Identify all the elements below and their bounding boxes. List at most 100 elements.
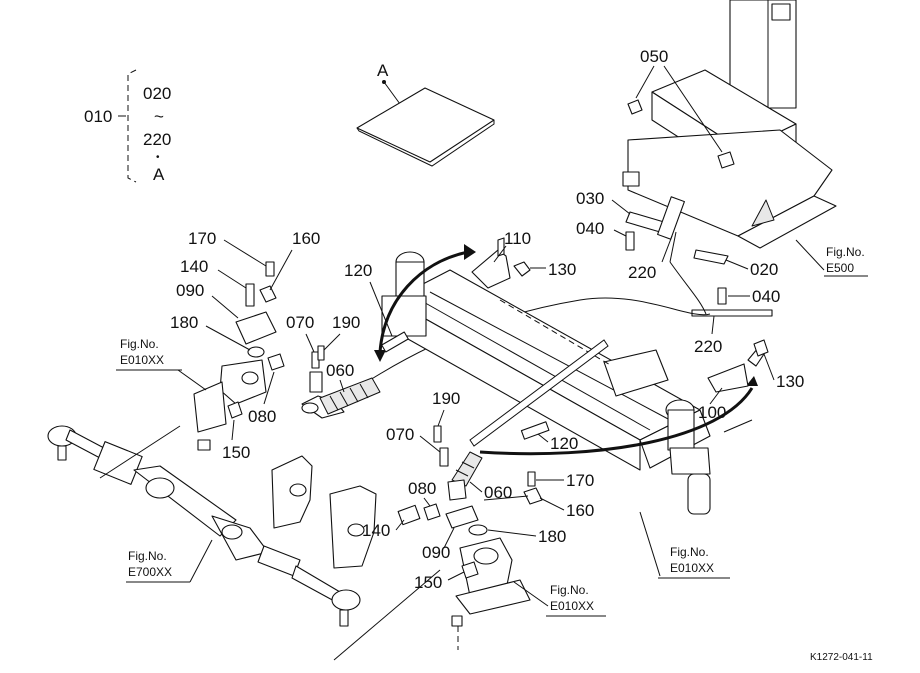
- mount-flange: [737, 195, 837, 249]
- figref-e010-bottom-leader: [513, 581, 549, 607]
- label-160a: 160: [292, 229, 320, 248]
- label-070a: 070: [286, 313, 314, 332]
- assembly-bracket: [127, 69, 137, 183]
- axle-rib-1: [419, 299, 651, 431]
- right-cylinder: [603, 349, 669, 397]
- arc-arrow-right-head: [746, 376, 758, 386]
- bolt-120-upper: [381, 331, 409, 353]
- spring-b-coil-2: [461, 461, 475, 469]
- assembly-end: 220: [143, 130, 171, 149]
- steering-cylinder: [47, 425, 441, 661]
- knuckle-stud-left: [197, 439, 211, 451]
- nut-080b: [423, 503, 441, 521]
- leader-080a: [263, 371, 275, 405]
- label-110: 110: [504, 229, 531, 248]
- fitting-190a: [317, 345, 325, 361]
- manual-document: A: [356, 61, 495, 167]
- left-upper-mount: 170 160 140 090 180 080 150: [170, 229, 320, 462]
- knuckle-arm-left: [219, 359, 267, 405]
- lever-pivot: [657, 196, 685, 240]
- label-180a: 180: [170, 313, 198, 332]
- spring-060a: [319, 377, 381, 415]
- diagram-code: K1272-041-11: [810, 652, 873, 663]
- leader-050a: [635, 65, 655, 99]
- leader-150a: [231, 419, 235, 441]
- figref-e500-code: E500: [826, 261, 854, 275]
- assembly-bullet: •: [156, 152, 160, 163]
- bolt-140b: [397, 504, 421, 526]
- leader-190a: [323, 333, 341, 351]
- washer-180b: [468, 524, 488, 536]
- cylinder-collar: [211, 515, 269, 561]
- leader-160a: [269, 249, 293, 291]
- right-spindle: [687, 473, 711, 515]
- label-190b: 190: [432, 389, 460, 408]
- marker-leader: [383, 81, 401, 105]
- figref-e010-bottom-title: Fig.No.: [550, 583, 589, 597]
- knuckle-body-left: [193, 381, 227, 433]
- nut-160b: [523, 487, 543, 505]
- cylinder-port-right: [221, 524, 243, 540]
- leader-190b: [437, 409, 445, 427]
- tie-rod-stud-right: [339, 609, 349, 627]
- axle-rib-2: [429, 291, 671, 421]
- cable-end-lower: 190 070 060 080 140 090 180 170 160: [362, 389, 594, 650]
- fitting-190b: [433, 425, 442, 443]
- label-080a: 080: [248, 407, 276, 426]
- label-140b: 140: [362, 521, 390, 540]
- nut-130-upper: [513, 261, 531, 277]
- assembly-number: 010: [84, 107, 112, 126]
- label-030: 030: [576, 189, 604, 208]
- label-130-right: 130: [776, 372, 804, 391]
- leader-220a: [661, 235, 673, 263]
- lever-030: [625, 211, 665, 233]
- leader-090a: [211, 295, 239, 319]
- leader-120a: [369, 281, 393, 337]
- label-070b: 070: [386, 425, 414, 444]
- plate-090b: [445, 505, 479, 529]
- label-040-lower: 040: [752, 287, 780, 306]
- tie-rod-left: [65, 429, 105, 459]
- document-sheet: [356, 87, 495, 163]
- cable-end-upper: 070 190 060: [286, 313, 381, 419]
- flange-notch: [751, 199, 775, 227]
- leader-070a: [305, 333, 315, 353]
- spring-coil-4: [359, 383, 369, 399]
- leader-040a: [613, 229, 627, 237]
- label-180b: 180: [538, 527, 566, 546]
- control-housing: 050: [622, 0, 837, 249]
- label-140a: 140: [180, 257, 208, 276]
- leader-100: [709, 387, 723, 405]
- knuckle-eye-lower: [473, 547, 499, 565]
- figref-e700-code: E700XX: [128, 565, 172, 579]
- arc-right-pointer: [723, 419, 753, 433]
- leader-070b: [419, 435, 441, 453]
- stop-lever-group: 030 040 220 020 040 220: [576, 189, 780, 356]
- label-040-upper: 040: [576, 219, 604, 238]
- leader-030: [611, 199, 631, 215]
- label-130-upper: 130: [548, 260, 576, 279]
- leader-020: [725, 259, 749, 270]
- label-170b: 170: [566, 471, 594, 490]
- bolt-040-lower: [717, 287, 727, 305]
- label-090b: 090: [422, 543, 450, 562]
- label-170a: 170: [188, 229, 216, 248]
- knuckle-stud-lower: [451, 615, 463, 627]
- leader-140a: [217, 269, 247, 289]
- label-120-upper: 120: [344, 261, 372, 280]
- label-120-lower: 120: [550, 434, 578, 453]
- link-160b-plate: [483, 495, 529, 501]
- leader-060a: [339, 379, 345, 393]
- nut-160a: [259, 285, 277, 303]
- figref-e500-leader: [795, 239, 825, 271]
- assembly-tilde: ~: [154, 107, 164, 126]
- move-arc-left: [378, 250, 469, 353]
- label-220-lower: 220: [694, 337, 722, 356]
- grease-070b: [439, 447, 449, 467]
- column-bracket: [771, 3, 791, 21]
- spring-b-coil-1: [455, 469, 469, 477]
- spring-coil-2: [339, 391, 349, 407]
- label-080b: 080: [408, 479, 436, 498]
- knuckle-arm-lower: [459, 537, 513, 597]
